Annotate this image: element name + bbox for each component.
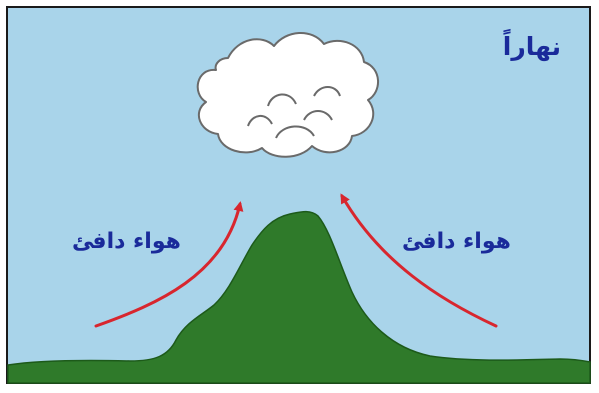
warm-air-label-left: هواء دافئ xyxy=(72,229,181,254)
warm-air-label-right: هواء دافئ xyxy=(402,229,511,254)
mountain-icon xyxy=(7,210,591,384)
diagram-title: نهاراً xyxy=(502,32,561,61)
arrow-up-icon xyxy=(94,201,244,328)
cloud-icon xyxy=(196,31,379,158)
arrow-up-icon xyxy=(340,193,498,328)
